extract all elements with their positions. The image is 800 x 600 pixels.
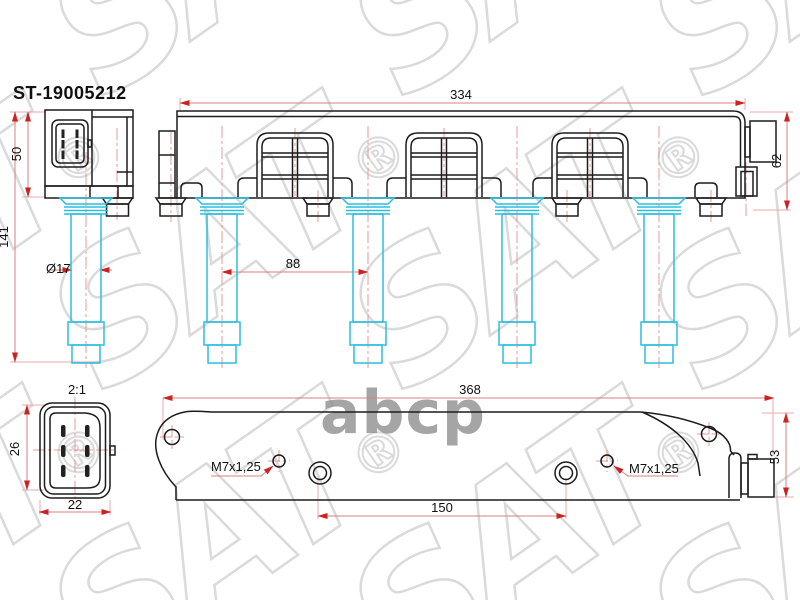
rail-connector-side: [749, 120, 777, 163]
part-number-label: ST-19005212: [13, 83, 127, 103]
dim-50-label: 50: [9, 147, 24, 161]
rail-side-view: [158, 110, 777, 199]
mount-ear-hole: [700, 425, 718, 443]
connector-detail-view: [39, 402, 116, 499]
dim-boot-diameter-label: Ø17: [46, 261, 71, 276]
dim-88-label: 88: [286, 256, 300, 271]
thread-label-right: M7x1,25: [629, 461, 679, 476]
thread-label-left: M7x1,25: [211, 459, 261, 474]
dim-53-label: 53: [767, 450, 782, 464]
centerlines: [33, 126, 747, 505]
mount-ear-hole: [163, 428, 181, 446]
dim-141-label: 141: [0, 226, 11, 248]
connector-pins: [61, 425, 90, 477]
dim-368-label: 368: [459, 382, 481, 397]
abcp-logo-watermark: abcp: [320, 378, 486, 448]
dimension-lines: [12, 100, 790, 519]
grommet: [308, 461, 332, 485]
m7-thread-hole: [272, 454, 286, 468]
connector-outline: [51, 119, 89, 168]
grommet: [554, 461, 578, 485]
dim-22-label: 22: [68, 497, 82, 512]
m7-thread-hole: [600, 454, 614, 468]
scale-label: 2:1: [68, 382, 86, 397]
dim-26-label: 26: [7, 442, 22, 456]
dim-334-label: 334: [450, 87, 472, 102]
rail-connector-plan: [747, 458, 775, 498]
connector-pins: [61, 129, 79, 159]
rail-plan-view: [154, 410, 775, 501]
coil-side-view: [44, 109, 134, 199]
dim-150-label: 150: [431, 500, 453, 515]
extension-lines: [10, 98, 794, 519]
dim-62-label: 62: [769, 154, 784, 168]
